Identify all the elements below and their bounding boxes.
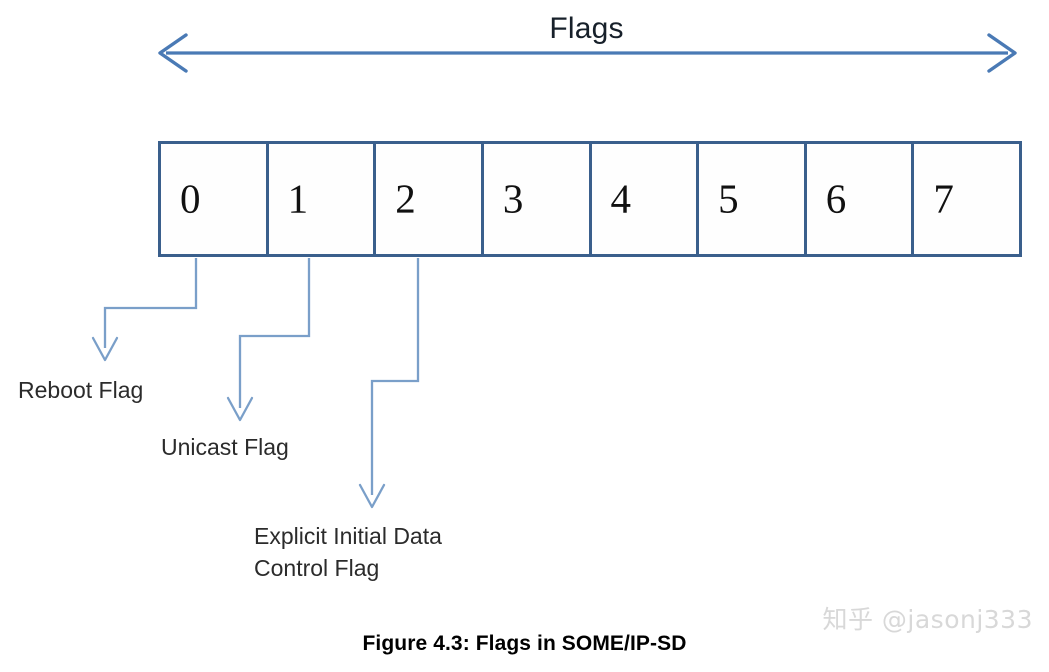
callout-label-explicit-initial-data-control-flag: Explicit Initial Data Control Flag xyxy=(254,523,442,581)
bitfield-box: 0 1 2 3 4 5 6 7 xyxy=(158,141,1022,257)
callout-label-reboot-flag: Reboot Flag xyxy=(18,377,144,403)
callout-label-unicast-flag: Unicast Flag xyxy=(161,434,289,460)
leader-line-bit-2 xyxy=(358,258,420,509)
bit-index-label: 6 xyxy=(825,175,847,222)
bit-index-label: 1 xyxy=(287,175,309,222)
bit-cell-6: 6 xyxy=(806,144,915,254)
leader-line-bit-1 xyxy=(226,258,311,422)
bit-index-label: 4 xyxy=(610,175,632,222)
bit-cell-5: 5 xyxy=(699,144,807,254)
bit-cell-1: 1 xyxy=(268,144,377,254)
flags-span-title: Flags xyxy=(549,12,624,45)
bit-cell-2: 2 xyxy=(376,144,484,254)
bit-index-label: 2 xyxy=(395,175,416,222)
figure-caption: Figure 4.3: Flags in SOME/IP-SD xyxy=(362,632,687,655)
watermark: 知乎 @jasonj333 xyxy=(822,605,1033,634)
bit-cell-4: 4 xyxy=(591,144,700,254)
bit-index-label: 5 xyxy=(718,175,739,222)
bit-index-label: 3 xyxy=(502,175,524,222)
bit-index-label: 0 xyxy=(180,175,201,222)
leader-line-bit-0 xyxy=(91,258,198,362)
bit-cell-0: 0 xyxy=(161,144,269,254)
bit-cell-3: 3 xyxy=(483,144,592,254)
bit-cell-7: 7 xyxy=(914,144,1019,254)
bit-index-label: 7 xyxy=(933,175,954,222)
